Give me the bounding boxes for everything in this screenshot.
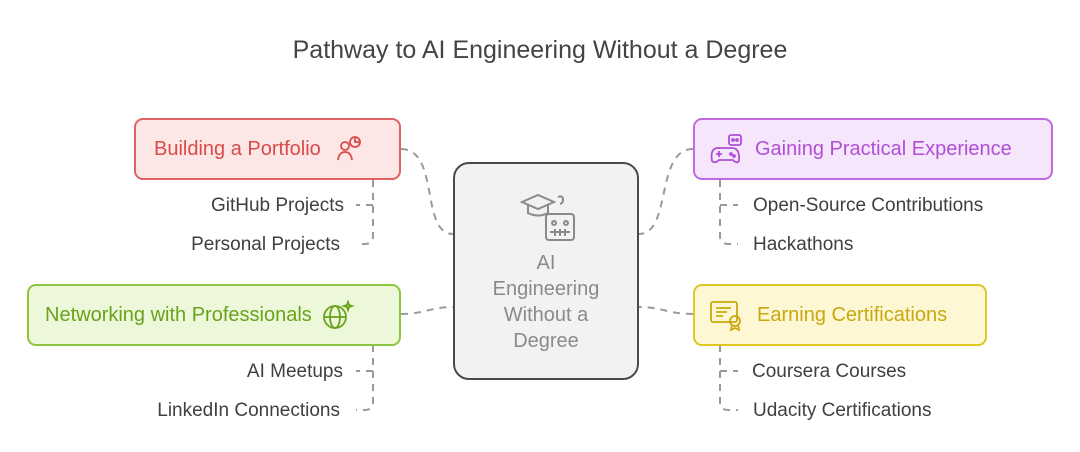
globe-sparkle-icon [322, 300, 354, 330]
node-practical-experience: Gaining Practical Experience [693, 118, 1053, 180]
person-chart-icon [335, 135, 363, 163]
node-networking-professionals: Networking with Professionals [27, 284, 401, 346]
node-networking-label: Networking with Professionals [45, 303, 312, 326]
gamepad-robot-icon [709, 133, 743, 165]
connector-portfolio [400, 148, 454, 235]
node-building-portfolio: Building a Portfolio [134, 118, 401, 180]
center-label: AI Engineering Without a Degree [492, 252, 600, 352]
node-building-portfolio-label: Building a Portfolio [154, 137, 321, 160]
connector-experience [638, 148, 694, 235]
node-experience-label: Gaining Practical Experience [755, 137, 1012, 160]
connector-experience-items [719, 180, 738, 245]
connector-certifications [638, 306, 694, 315]
sub-linkedin-connections: LinkedIn Connections [157, 400, 340, 421]
center-node: AI Engineering Without a Degree [453, 162, 639, 380]
sub-hackathons: Hackathons [753, 234, 854, 255]
sub-coursera-courses: Coursera Courses [752, 361, 907, 382]
connector-portfolio-items [356, 180, 374, 245]
graduation-cap-robot-icon [519, 192, 576, 249]
sub-ai-meetups: AI Meetups [246, 361, 343, 382]
node-certifications-label: Earning Certifications [757, 303, 948, 326]
sub-github-projects: GitHub Projects [210, 195, 344, 216]
sub-open-source: Open-Source Contributions [753, 195, 984, 216]
certificate-icon [709, 299, 743, 331]
connector-certifications-items [719, 345, 738, 411]
connector-networking [400, 306, 454, 315]
sub-udacity-certifications: Udacity Certifications [753, 400, 932, 421]
sub-personal-projects: Personal Projects [191, 234, 340, 255]
diagram-title: Pathway to AI Engineering Without a Degr… [292, 36, 788, 64]
connector-networking-items [356, 345, 374, 411]
node-earning-certifications: Earning Certifications [693, 284, 987, 346]
